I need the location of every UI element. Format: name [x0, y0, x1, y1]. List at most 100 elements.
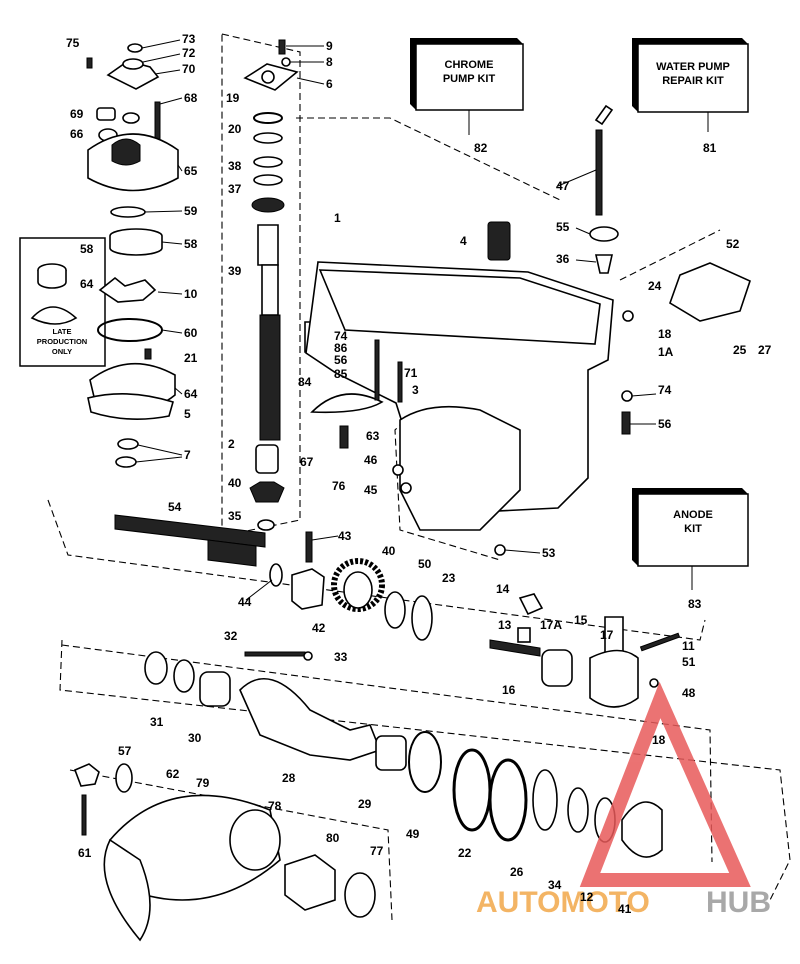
part-label: 17 — [600, 628, 614, 642]
part-label: 79 — [196, 776, 210, 790]
part-label: 8 — [326, 55, 333, 69]
part-label: 22 — [458, 846, 472, 860]
part-label: 15 — [574, 613, 588, 627]
part-label: 56 — [658, 417, 672, 431]
chrome-pump-kit-box: CHROME PUMP KIT — [410, 38, 524, 135]
part-label: 51 — [682, 655, 696, 669]
part-label: 42 — [312, 621, 326, 635]
part-label: 46 — [364, 453, 378, 467]
water-pump-parts — [86, 43, 179, 468]
part-label: 26 — [510, 865, 524, 879]
part-label: 5 — [184, 407, 191, 421]
label-82: 82 — [474, 141, 488, 155]
part-label: 85 — [334, 367, 348, 381]
part-label: 40 — [382, 544, 396, 558]
part-label: 65 — [184, 164, 198, 178]
part-label: 72 — [182, 46, 196, 60]
anode-kit-line2: KIT — [684, 523, 702, 535]
part-label: 18 — [652, 733, 666, 747]
part-label: 62 — [166, 767, 180, 781]
part-label: 86 — [334, 341, 348, 355]
part-label: 64 — [80, 277, 94, 291]
part-label: 23 — [442, 571, 456, 585]
part-label: 33 — [334, 650, 348, 664]
part-label: 52 — [726, 237, 740, 251]
part-label: 68 — [184, 91, 198, 105]
part-label: 30 — [188, 731, 202, 745]
part-label: 66 — [70, 127, 84, 141]
part-label: 69 — [70, 107, 84, 121]
part-label: 43 — [338, 529, 352, 543]
part-label: 40 — [228, 476, 242, 490]
part-label: 70 — [182, 62, 196, 76]
label-83: 83 — [688, 597, 702, 611]
part-label: 50 — [418, 557, 432, 571]
part-label: 21 — [184, 351, 198, 365]
late-note-line2: PRODUCTION — [37, 337, 87, 346]
part-label: 20 — [228, 122, 242, 136]
part-label: 63 — [366, 429, 380, 443]
part-label: 35 — [228, 509, 242, 523]
part-label: 6 — [326, 77, 333, 91]
bearing-housing-parts — [73, 651, 663, 942]
part-label: 53 — [542, 546, 556, 560]
part-label: 32 — [224, 629, 238, 643]
part-label: 1 — [334, 211, 341, 225]
part-label: 84 — [298, 375, 312, 389]
chrome-kit-line2: PUMP KIT — [443, 73, 496, 85]
watermark-part2: HUB — [706, 886, 771, 919]
part-label: 36 — [556, 252, 570, 266]
part-label: 64 — [184, 387, 198, 401]
part-label: 38 — [228, 159, 242, 173]
part-label: 2 — [228, 437, 235, 451]
late-note-line1: LATE — [52, 327, 71, 336]
watermark: AUTOMOTO HUB — [476, 681, 771, 919]
part-label: 37 — [228, 182, 242, 196]
part-label: 56 — [334, 353, 348, 367]
part-label: 58 — [80, 242, 94, 256]
anode-kit-line1: ANODE — [673, 509, 713, 521]
part-label: 41 — [618, 902, 632, 916]
part-label: 58 — [184, 237, 198, 251]
part-label: 71 — [404, 366, 418, 380]
part-label: 34 — [548, 878, 562, 892]
chrome-kit-line1: CHROME — [445, 59, 494, 71]
part-label: 27 — [758, 343, 772, 357]
label-81: 81 — [703, 141, 717, 155]
part-label: 16 — [502, 683, 516, 697]
part-label: 57 — [118, 744, 132, 758]
propshaft-parts — [114, 514, 681, 708]
part-label: 10 — [184, 287, 198, 301]
part-label: 14 — [496, 582, 510, 596]
part-label: 17A — [540, 618, 562, 632]
gearcase-housing — [305, 104, 751, 556]
part-labels: 73 75 72 70 69 68 66 65 59 58 58 64 10 6… — [66, 32, 772, 916]
part-label: 48 — [682, 686, 696, 700]
late-production-inset: LATE PRODUCTION ONLY — [19, 237, 106, 367]
part-label: 80 — [326, 831, 340, 845]
part-label: 67 — [300, 455, 314, 469]
part-label: 7 — [184, 448, 191, 462]
late-note-line3: ONLY — [52, 347, 72, 356]
part-label: 24 — [648, 279, 662, 293]
part-label: 29 — [358, 797, 372, 811]
part-label: 4 — [460, 234, 467, 248]
part-label: 13 — [498, 618, 512, 632]
part-label: 73 — [182, 32, 196, 46]
part-label: 77 — [370, 844, 384, 858]
part-label: 78 — [268, 799, 282, 813]
part-label: 74 — [658, 383, 672, 397]
part-label: 1A — [658, 345, 674, 359]
part-label: 75 — [66, 36, 80, 50]
part-label: 11 — [682, 639, 695, 653]
part-label: 19 — [226, 91, 240, 105]
watermark-part1: AUTOMOTO — [476, 886, 650, 919]
part-label: 49 — [406, 827, 420, 841]
leader-lines — [135, 39, 657, 601]
part-label: 54 — [168, 500, 182, 514]
anode-kit-box: ANODE KIT — [632, 488, 749, 590]
part-label: 18 — [658, 327, 672, 341]
part-label: 55 — [556, 220, 570, 234]
part-label: 61 — [78, 846, 92, 860]
water-pump-repair-kit-box: WATER PUMP REPAIR KIT — [632, 38, 749, 132]
